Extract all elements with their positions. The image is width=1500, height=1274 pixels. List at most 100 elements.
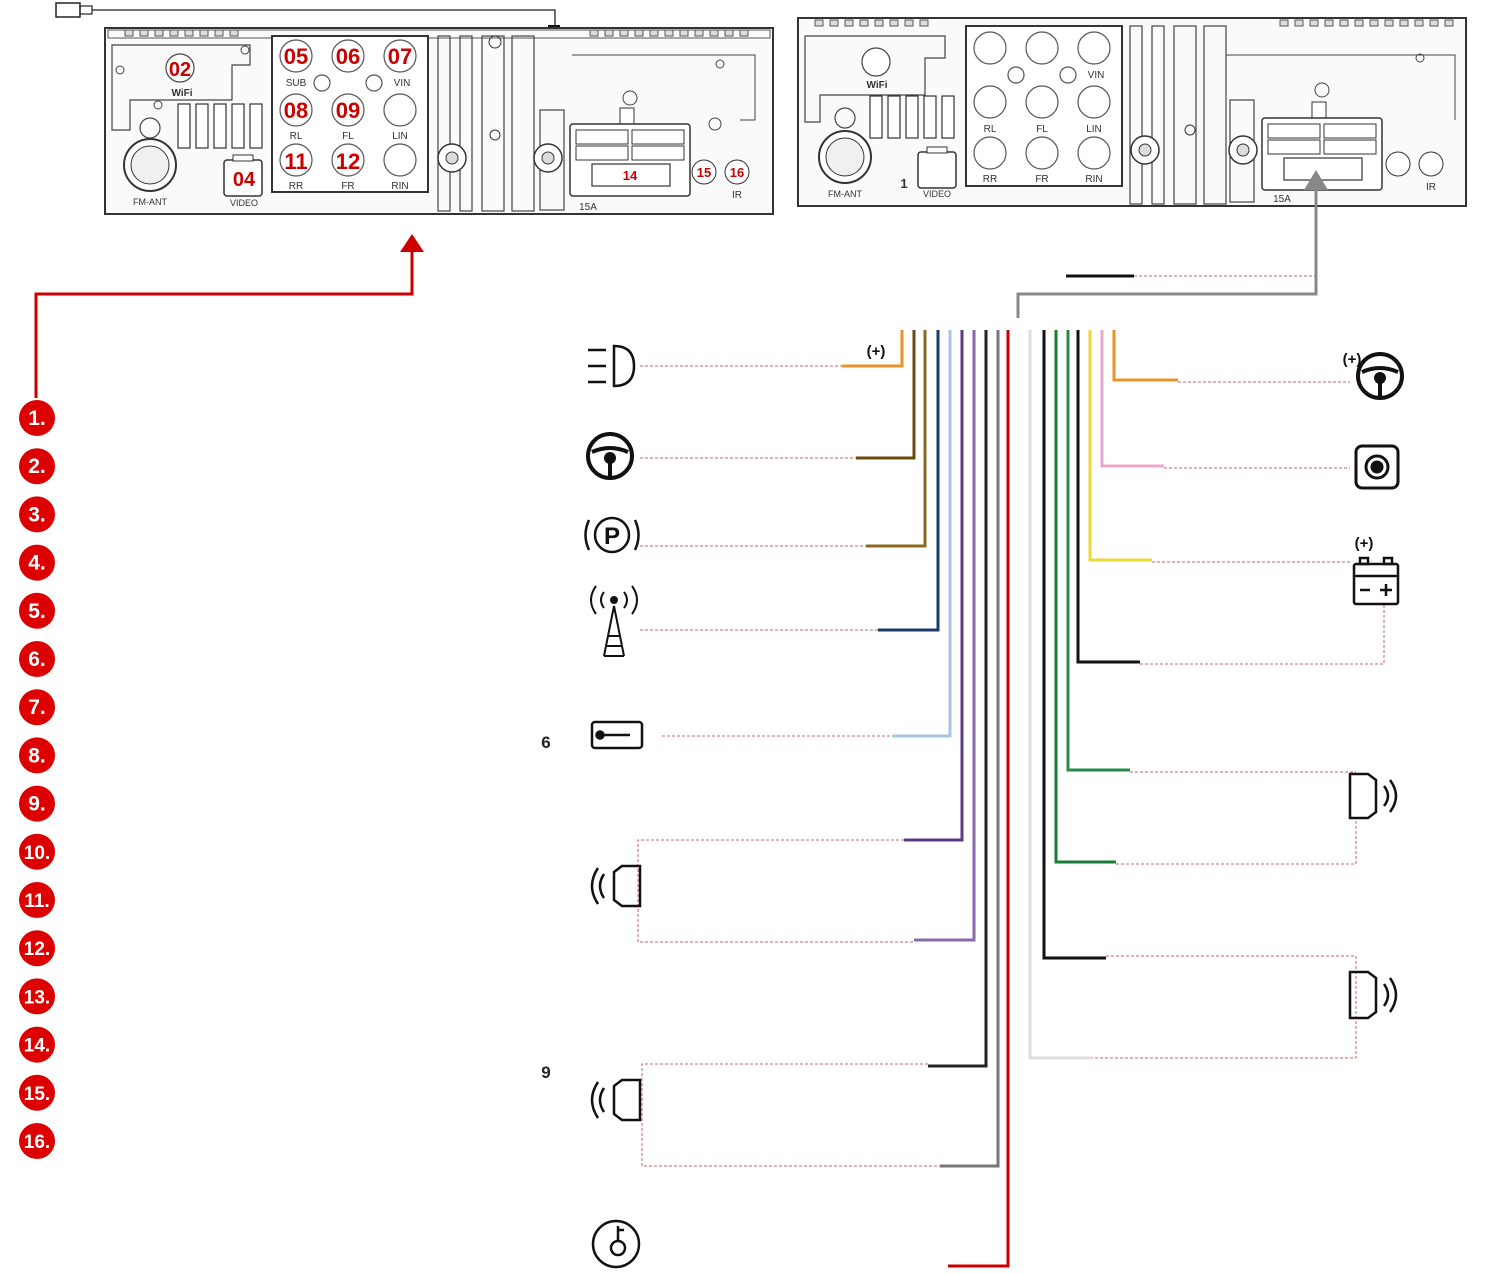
badge-item: 13. — [19, 978, 55, 1015]
badge-list: 1.2.3.4.5.6.7.8.9.10.11.12.13.14.15.16. — [19, 400, 55, 1159]
video-label: VIDEO — [923, 189, 951, 199]
wifi-label: WiFi — [171, 88, 192, 99]
badge-number: 8. — [28, 744, 46, 767]
front-left-speaker-icon — [1348, 970, 1398, 1020]
lin-label: LIN — [1086, 124, 1102, 135]
badge-item: 2. — [19, 448, 55, 485]
red-arrow-head — [400, 234, 424, 252]
wire-black-front — [1042, 330, 1106, 960]
badge-item: 14. — [19, 1026, 55, 1063]
badge-circle — [19, 544, 55, 581]
steering-wheel-icon — [586, 432, 634, 480]
wire-orange — [842, 330, 904, 368]
badge-circle — [19, 978, 55, 1015]
rl-label: RL — [984, 124, 997, 135]
badge-number: 16. — [24, 1132, 50, 1153]
front-right-speaker-icon — [1348, 772, 1398, 820]
usb-cable — [92, 9, 556, 30]
badge-number: 1. — [28, 407, 46, 430]
side-number-nine: 9 — [541, 1063, 550, 1082]
badge-number: 5. — [28, 600, 46, 623]
wire-harness — [842, 330, 1178, 1268]
lin-label: LIN — [392, 131, 408, 142]
badge-circle — [19, 400, 55, 436]
badge-item: 3. — [19, 496, 55, 533]
battery-plus-mark: (+) — [1355, 535, 1374, 552]
wire-olive — [866, 330, 927, 548]
wire-navy — [878, 330, 940, 632]
badge-number: 7. — [28, 696, 46, 719]
badge-item: 5. — [19, 592, 55, 629]
battery-icon — [1352, 556, 1400, 606]
vin-label: VIN — [394, 78, 411, 89]
badge-circle — [19, 737, 55, 774]
wire-pink — [1100, 330, 1164, 468]
badge-item: 9. — [19, 785, 55, 822]
wire-darkgreen — [1066, 330, 1130, 772]
parking-p-glyph: P — [604, 523, 620, 550]
badge-item: 7. — [19, 689, 55, 726]
badge-circle — [19, 1026, 55, 1063]
fm-ant-label: FM-ANT — [828, 189, 862, 199]
right-head-unit: WiFi FM-ANT 1 VIDEO VIN RL FL LIN RR FR … — [797, 17, 1467, 207]
port-number: 12 — [336, 149, 360, 174]
steering-plus-mark: (+) — [1343, 351, 1362, 368]
rin-label: RIN — [1085, 174, 1102, 185]
fuse-label: 15A — [1273, 194, 1291, 205]
ir-label: IR — [732, 190, 742, 201]
gray-arrow-head — [1304, 170, 1328, 190]
vin-label: VIN — [1088, 70, 1105, 81]
badge-number: 2. — [28, 455, 46, 478]
port-number: 04 — [233, 169, 256, 191]
headlight-plus-mark: (+) — [867, 343, 886, 360]
port-number: 11 — [284, 149, 307, 174]
fl-label: FL — [1036, 124, 1048, 135]
badge-circle — [19, 833, 55, 870]
rr-label: RR — [289, 181, 303, 192]
rin-label: RIN — [391, 181, 408, 192]
number-one-label: 1 — [900, 176, 907, 191]
left-head-unit: 02 WiFi FM-ANT 04 VIDEO 05 06 07 08 09 — [55, 2, 774, 215]
badge-circle — [19, 592, 55, 629]
port-number: 06 — [336, 44, 360, 69]
usb-plug-icon — [55, 2, 93, 18]
wire-gray — [940, 330, 1000, 1168]
rear-left-speaker-icon — [590, 864, 642, 908]
badge-number: 3. — [28, 503, 46, 526]
rear-right-speaker-icon — [590, 1078, 642, 1122]
badge-item: 16. — [19, 1123, 55, 1159]
red-pointer-line — [34, 250, 414, 398]
badge-number: 4. — [28, 552, 46, 575]
wire-yellow — [1088, 330, 1152, 562]
fm-ant-label: FM-ANT — [133, 197, 167, 207]
wire-violet — [914, 330, 976, 942]
badge-item: 15. — [19, 1074, 55, 1111]
ignition-key-icon — [591, 1219, 641, 1269]
gray-pointer-line — [1016, 188, 1318, 318]
fl-label: FL — [342, 131, 354, 142]
ir-label: IR — [1426, 182, 1436, 193]
fr-label: FR — [341, 181, 354, 192]
wifi-label: WiFi — [866, 80, 887, 91]
badge-item: 10. — [19, 833, 55, 870]
badge-number: 10. — [24, 843, 50, 864]
badge-number: 12. — [24, 939, 50, 960]
badge-item: 1. — [19, 400, 55, 436]
wire-green — [1054, 330, 1116, 864]
fuse-label: 15A — [579, 202, 597, 213]
badge-number: 14. — [24, 1036, 50, 1057]
port-number: 07 — [388, 44, 412, 69]
wire-orange-right — [1112, 330, 1178, 382]
port-number: 08 — [284, 98, 308, 123]
badge-circle — [19, 496, 55, 533]
badge-circle — [19, 1074, 55, 1111]
headlight-icon — [588, 344, 636, 388]
badge-item: 8. — [19, 737, 55, 774]
badge-circle — [19, 689, 55, 726]
badge-number: 6. — [28, 648, 46, 671]
badge-circle — [19, 882, 55, 918]
badge-circle — [19, 930, 55, 967]
sub-label: SUB — [286, 78, 307, 89]
port-number: 14 — [623, 168, 638, 183]
